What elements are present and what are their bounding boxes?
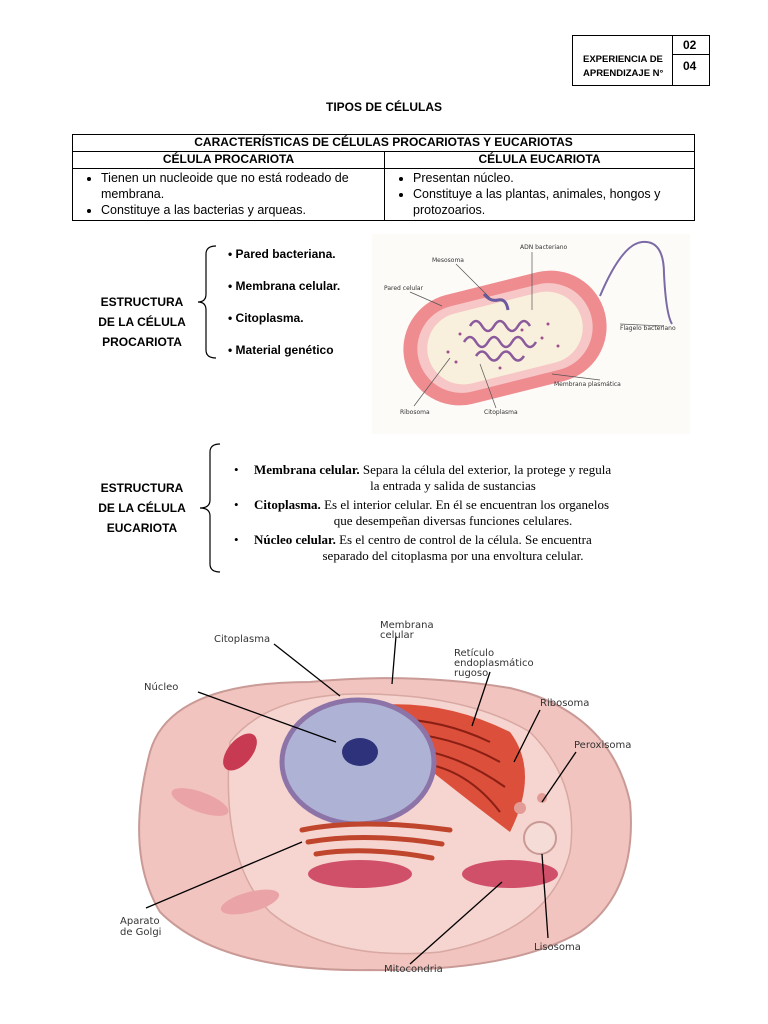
table-caption: CARACTERÍSTICAS DE CÉLULAS PROCARIOTAS Y… — [72, 134, 695, 152]
experience-number-bottom: 04 — [683, 59, 697, 73]
label-peroxisome: Peroxisoma — [574, 740, 631, 751]
prokaryote-structure-label: ESTRUCTURA DE LA CÉLULA PROCARIOTA — [92, 292, 192, 352]
experience-number-top: 02 — [673, 36, 709, 55]
label-line: PROCARIOTA — [102, 335, 182, 349]
list-item: • Membrana celular. — [228, 279, 341, 293]
prokaryote-cell: Tienen un nucleoide que no está rodeado … — [72, 168, 385, 221]
column-header-prokaryote: CÉLULA PROCARIOTA — [72, 151, 385, 169]
list-item: Constituye a las bacterias y arqueas. — [101, 202, 378, 218]
list-item: • Citoplasma. Es el interior celular. En… — [232, 497, 652, 529]
brace-icon — [197, 245, 217, 359]
list-item: Presentan núcleo. — [413, 170, 688, 186]
description-continued: separado del citoplasma por una envoltur… — [322, 548, 584, 563]
label-golgi-line2: de Golgi — [120, 927, 161, 938]
label-line: ESTRUCTURA — [100, 481, 184, 495]
label-membrane-line1: Membrana — [380, 620, 434, 631]
term-nucleus: Núcleo celular. — [254, 532, 336, 547]
label-cytoplasm: Citoplasma — [214, 634, 270, 645]
comparison-table: CARACTERÍSTICAS DE CÉLULAS PROCARIOTAS Y… — [72, 134, 695, 221]
brace-icon — [199, 443, 221, 573]
page-title: TIPOS DE CÉLULAS — [325, 100, 442, 114]
label-cytoplasm: Citoplasma — [484, 409, 518, 416]
animal-cell-diagram: Membrana celular Citoplasma Retículo end… — [110, 612, 652, 984]
label-membrane-line2: celular — [380, 630, 415, 641]
experience-label: EXPERIENCIA DE APRENDIZAJE N° — [573, 36, 673, 85]
term-cytoplasm: Citoplasma. — [254, 497, 321, 512]
experience-box: EXPERIENCIA DE APRENDIZAJE N° 02 04 — [572, 35, 710, 86]
label-wall: Pared celular — [384, 285, 424, 292]
label-rer-line3: rugoso — [454, 668, 488, 679]
label-lysosome: Lisosoma — [534, 942, 581, 953]
description: Es el interior celular. En él se encuent… — [320, 497, 610, 512]
list-item: Tienen un nucleoide que no está rodeado … — [101, 170, 378, 202]
bullet-icon: • — [234, 462, 239, 477]
experience-label-line1: EXPERIENCIA DE — [583, 53, 663, 65]
label-rer-line2: endoplasmático — [454, 657, 534, 669]
list-item: • Núcleo celular. Es el centro de contro… — [232, 532, 652, 564]
bullet-icon: • — [234, 497, 239, 512]
bacteria-diagram: ADN bacteriano Mesosoma Pared celular Fl… — [372, 234, 690, 434]
label-golgi-line1: Aparato — [120, 916, 160, 927]
term-membrane: Membrana celular. — [254, 462, 360, 477]
list-item: • Membrana celular. Separa la célula del… — [232, 462, 652, 494]
list-item: Constituye a las plantas, animales, hong… — [413, 186, 688, 218]
label-dna: ADN bacteriano — [520, 244, 568, 251]
description-continued: que desempeñan diversas funciones celula… — [333, 513, 573, 528]
list-item: • Material genético — [228, 343, 334, 357]
label-nucleus: Núcleo — [144, 681, 178, 693]
list-item: • Pared bacteriana. — [228, 247, 336, 261]
eukaryote-structure-label: ESTRUCTURA DE LA CÉLULA EUCARIOTA — [92, 478, 192, 538]
list-item: • Citoplasma. — [228, 311, 304, 325]
eukaryote-cell: Presentan núcleo. Constituye a las plant… — [384, 168, 695, 221]
label-line: ESTRUCTURA — [100, 295, 184, 309]
bullet-icon: • — [234, 532, 239, 547]
eukaryote-structure-list: • Membrana celular. Separa la célula del… — [232, 462, 652, 567]
label-ribosome: Ribosoma — [400, 409, 430, 416]
experience-label-line2: APRENDIZAJE N° — [583, 67, 664, 79]
column-header-eukaryote: CÉLULA EUCARIOTA — [384, 151, 695, 169]
label-mitochondria: Mitocondria — [384, 964, 443, 975]
label-ribosome: Ribosoma — [540, 698, 589, 709]
description-continued: la entrada y salida de sustancias — [370, 478, 536, 493]
label-line: DE LA CÉLULA — [98, 315, 186, 329]
label-rer-line1: Retículo — [454, 647, 494, 659]
label-line: EUCARIOTA — [106, 521, 178, 535]
label-membrane: Membrana plasmática — [554, 381, 621, 388]
label-mesosome: Mesosoma — [432, 257, 464, 264]
label-flagellum: Flagelo bacteriano — [620, 325, 676, 332]
description: Separa la célula del exterior, la proteg… — [359, 462, 612, 477]
label-line: DE LA CÉLULA — [98, 501, 186, 515]
description: Es el centro de control de la célula. Se… — [335, 532, 592, 547]
